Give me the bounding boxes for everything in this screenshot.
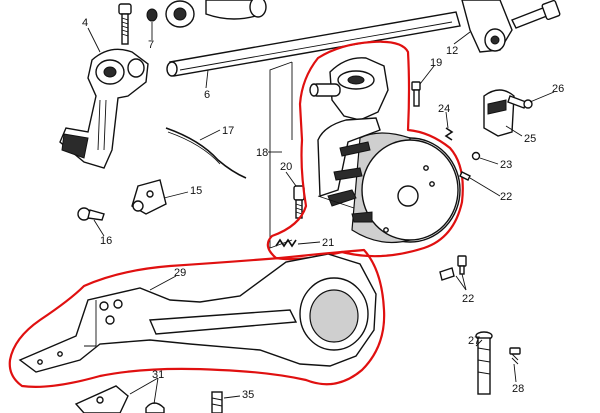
part-bolt-top-left xyxy=(118,3,132,45)
label-21: 21 xyxy=(322,237,334,249)
label-12: 12 xyxy=(446,45,458,57)
label-6: 6 xyxy=(204,89,210,101)
part-clip-25 xyxy=(483,89,515,137)
label-25: 25 xyxy=(524,133,536,145)
highlight-outline-lower xyxy=(8,248,386,388)
label-19: 19 xyxy=(430,57,442,69)
label-29: 29 xyxy=(174,267,186,279)
label-22-lower: 22 xyxy=(462,293,474,305)
part-lever-4 xyxy=(59,48,149,169)
label-35: 35 xyxy=(242,389,254,401)
part-ball-23 xyxy=(471,151,481,161)
label-15: 15 xyxy=(190,185,202,197)
part-bolt-35 xyxy=(211,391,223,413)
part-frame-18 xyxy=(269,61,293,249)
part-bushing-top xyxy=(205,0,267,20)
label-20: 20 xyxy=(280,161,292,173)
part-small-nut-7 xyxy=(146,8,158,22)
label-28: 28 xyxy=(512,383,524,395)
part-screws-22b xyxy=(439,255,467,281)
part-collar-7 xyxy=(165,0,195,28)
part-housing-assembly xyxy=(309,57,461,243)
label-24: 24 xyxy=(438,103,450,115)
part-spring-24 xyxy=(444,127,454,141)
part-shaft-6 xyxy=(166,11,461,77)
part-labels: 4 7 6 12 19 26 24 25 17 18 23 20 22 15 1… xyxy=(82,17,564,401)
part-arm-29 xyxy=(18,253,377,373)
part-wire-17 xyxy=(165,127,247,179)
part-bracket-12 xyxy=(461,0,513,53)
label-23: 23 xyxy=(500,159,512,171)
label-18: 18 xyxy=(256,147,268,159)
label-17: 17 xyxy=(222,125,234,137)
label-31: 31 xyxy=(152,369,164,381)
part-plate-15 xyxy=(131,179,167,215)
label-26: 26 xyxy=(552,83,564,95)
part-screw-19 xyxy=(411,81,421,107)
part-link-31 xyxy=(74,385,165,413)
label-16: 16 xyxy=(100,235,112,247)
part-spring-21 xyxy=(275,238,297,248)
part-screw-16 xyxy=(77,207,105,221)
label-22-upper: 22 xyxy=(500,191,512,203)
part-bolt-top-right xyxy=(511,0,561,29)
leader-lines xyxy=(87,22,555,405)
part-screw-28 xyxy=(509,347,521,365)
part-pin-22a xyxy=(459,171,471,181)
part-pin-27 xyxy=(475,331,493,395)
label-27: 27 xyxy=(468,335,480,347)
label-4: 4 xyxy=(82,17,88,29)
highlight-outline-upper xyxy=(266,40,464,261)
part-screw-26 xyxy=(507,95,533,109)
label-7: 7 xyxy=(148,39,154,51)
